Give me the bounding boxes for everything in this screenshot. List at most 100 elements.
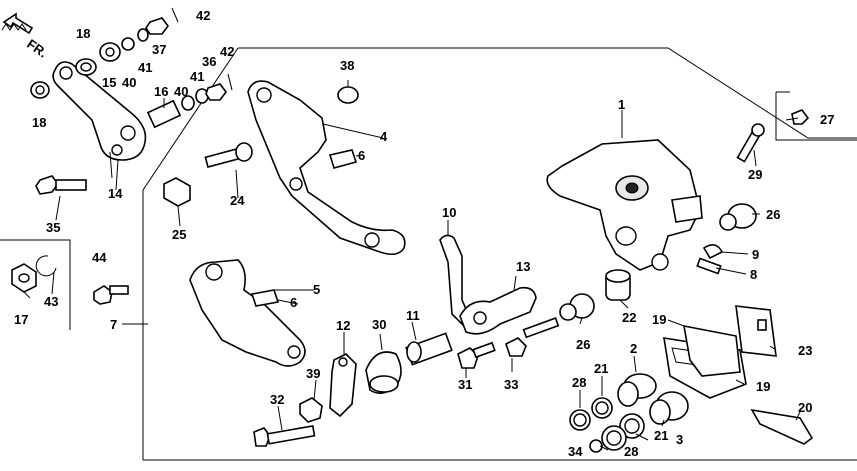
shim-23 <box>735 305 777 357</box>
dust-boot-30 <box>365 351 402 394</box>
callout-26b: 26 <box>766 207 780 222</box>
nut-17 <box>11 263 37 293</box>
plate-12 <box>329 353 357 418</box>
boot-26-center <box>559 293 595 321</box>
callout-8: 8 <box>750 267 757 282</box>
callout-28b: 28 <box>624 444 638 459</box>
bolt-29 <box>736 123 765 163</box>
callout-27: 27 <box>820 112 834 127</box>
spring-top-left <box>1 23 27 31</box>
callout-30: 30 <box>372 317 386 332</box>
callout-18a: 18 <box>76 26 90 41</box>
callout-2: 2 <box>630 341 637 356</box>
callout-23: 23 <box>798 343 812 358</box>
callout-44: 44 <box>92 250 107 265</box>
washer-41-top <box>137 28 149 42</box>
nut-36 <box>205 83 227 101</box>
bolt-33 <box>505 317 560 357</box>
callout-40a: 40 <box>122 75 136 90</box>
callout-10: 10 <box>442 205 456 220</box>
callout-11: 11 <box>406 308 420 323</box>
callout-6b: 6 <box>290 295 297 310</box>
pushrod-11 <box>405 332 453 366</box>
callout-21b: 21 <box>654 428 668 443</box>
seal-21-top <box>591 397 613 419</box>
callout-42a: 42 <box>196 8 210 23</box>
pin-35 <box>35 175 87 195</box>
sleeve-22 <box>605 269 631 301</box>
brake-pad-19-rear <box>683 324 741 377</box>
ring-34 <box>589 439 603 453</box>
callout-22: 22 <box>622 310 636 325</box>
callout-15: 15 <box>102 75 116 90</box>
nut-27 <box>791 109 810 125</box>
washer-18-left <box>30 81 50 99</box>
callout-26a: 26 <box>576 337 590 352</box>
front-direction-arrow: FR. <box>2 12 50 60</box>
callout-39: 39 <box>306 366 320 381</box>
callout-4: 4 <box>380 129 388 144</box>
callout-20: 20 <box>798 400 812 415</box>
pedal-arm-14 <box>52 61 147 179</box>
cap-38 <box>337 86 359 104</box>
seal-28-top <box>569 409 591 431</box>
callout-29: 29 <box>748 167 762 182</box>
callout-33: 33 <box>504 377 518 392</box>
cotter-pin-42-top <box>171 7 179 23</box>
callout-38: 38 <box>340 58 354 73</box>
callout-40b: 40 <box>174 84 188 99</box>
callout-12: 12 <box>336 318 350 333</box>
callout-42b: 42 <box>220 44 234 59</box>
leader-lines <box>23 80 801 451</box>
arm-13 <box>459 286 537 335</box>
callout-6a: 6 <box>358 148 365 163</box>
callout-18b: 18 <box>32 115 46 130</box>
callout-labels: 1 2 3 4 5 6 6 7 8 9 10 11 12 13 14 15 16… <box>14 8 834 459</box>
callout-16: 16 <box>154 84 168 99</box>
assembly-frame <box>0 47 857 461</box>
callout-9: 9 <box>752 247 759 262</box>
bushing-16 <box>146 99 182 129</box>
nut-39 <box>299 397 323 423</box>
piston-3 <box>649 391 689 425</box>
bolt-24 <box>204 142 253 168</box>
bracket-5 <box>189 259 306 367</box>
callout-7: 7 <box>110 317 117 332</box>
caliper-body-1 <box>546 139 703 271</box>
nut-37 <box>145 17 169 35</box>
washer-40-mid <box>181 95 195 111</box>
bleed-valve-8 <box>696 257 722 275</box>
callout-14: 14 <box>108 186 123 201</box>
bracket-4 <box>247 80 406 256</box>
callout-5: 5 <box>313 282 320 297</box>
callout-31: 31 <box>458 377 472 392</box>
direction-label: FR. <box>24 36 50 60</box>
collar-15 <box>99 42 121 62</box>
bolt-44 <box>93 285 129 305</box>
bolt-32 <box>253 424 316 447</box>
callout-37: 37 <box>152 42 166 57</box>
callout-13: 13 <box>516 259 530 274</box>
cotter-pin-42-mid <box>227 73 233 91</box>
circlip-43 <box>35 255 57 277</box>
callout-25: 25 <box>172 227 186 242</box>
washer-18-top <box>75 58 97 76</box>
callout-21a: 21 <box>594 361 608 376</box>
nut-25 <box>163 177 191 207</box>
washer-40-top <box>121 37 135 51</box>
callout-36: 36 <box>202 54 216 69</box>
seal-21-bottom <box>619 413 645 439</box>
callout-35: 35 <box>46 220 60 235</box>
callout-24: 24 <box>230 193 245 208</box>
callout-41a: 41 <box>138 60 152 75</box>
callout-41b: 41 <box>190 69 204 84</box>
callout-3: 3 <box>676 432 683 447</box>
callout-32: 32 <box>270 392 284 407</box>
callout-19b: 19 <box>756 379 770 394</box>
seal-28-bottom <box>601 425 627 451</box>
callout-28a: 28 <box>572 375 586 390</box>
callout-34: 34 <box>568 444 583 459</box>
callout-17: 17 <box>14 312 28 327</box>
callout-43: 43 <box>44 294 58 309</box>
piston-2 <box>617 373 657 407</box>
